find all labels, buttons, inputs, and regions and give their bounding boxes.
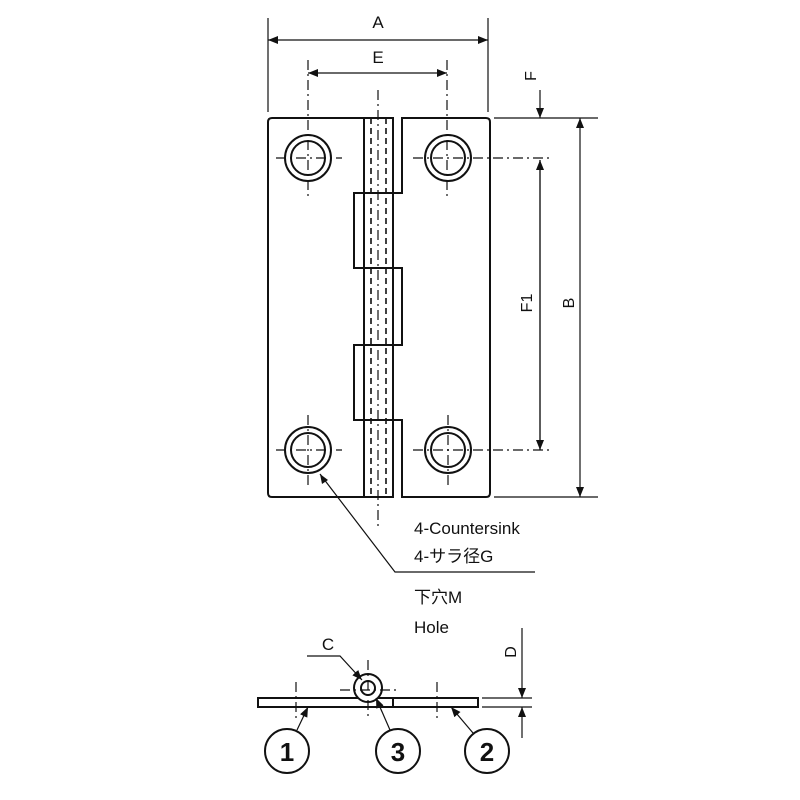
right-leaf xyxy=(392,117,491,498)
note-countersink-jp: 4-サラ径G xyxy=(414,547,493,566)
dim-b-label: B xyxy=(561,298,578,309)
side-view: C D 1 3 2 xyxy=(257,628,532,774)
dim-c-label: C xyxy=(322,635,334,654)
dim-d-label: D xyxy=(503,646,520,658)
part-3-callout xyxy=(375,728,421,774)
note-hole-en: Hole xyxy=(414,618,449,637)
dim-e-label: E xyxy=(372,48,383,67)
countersink-holes xyxy=(276,60,550,485)
dim-f-label: F xyxy=(523,71,540,81)
leaf-2 xyxy=(392,697,479,708)
part-1-callout xyxy=(264,728,310,774)
left-leaf xyxy=(267,117,365,498)
countersink-leader xyxy=(319,473,535,573)
note-hole-jp: 下穴M xyxy=(414,588,462,607)
part-2-callout xyxy=(464,728,510,774)
part-2-label: 2 xyxy=(480,737,494,767)
note-countersink-en: 4-Countersink xyxy=(414,519,520,538)
front-view: A E F F1 B 4-Countersink 4-サラ径G 下穴M Hole xyxy=(267,13,598,637)
dim-f1-label: F1 xyxy=(519,294,536,313)
part-1-label: 1 xyxy=(280,737,294,767)
dim-a-label: A xyxy=(372,13,384,32)
part-3-label: 3 xyxy=(391,737,405,767)
